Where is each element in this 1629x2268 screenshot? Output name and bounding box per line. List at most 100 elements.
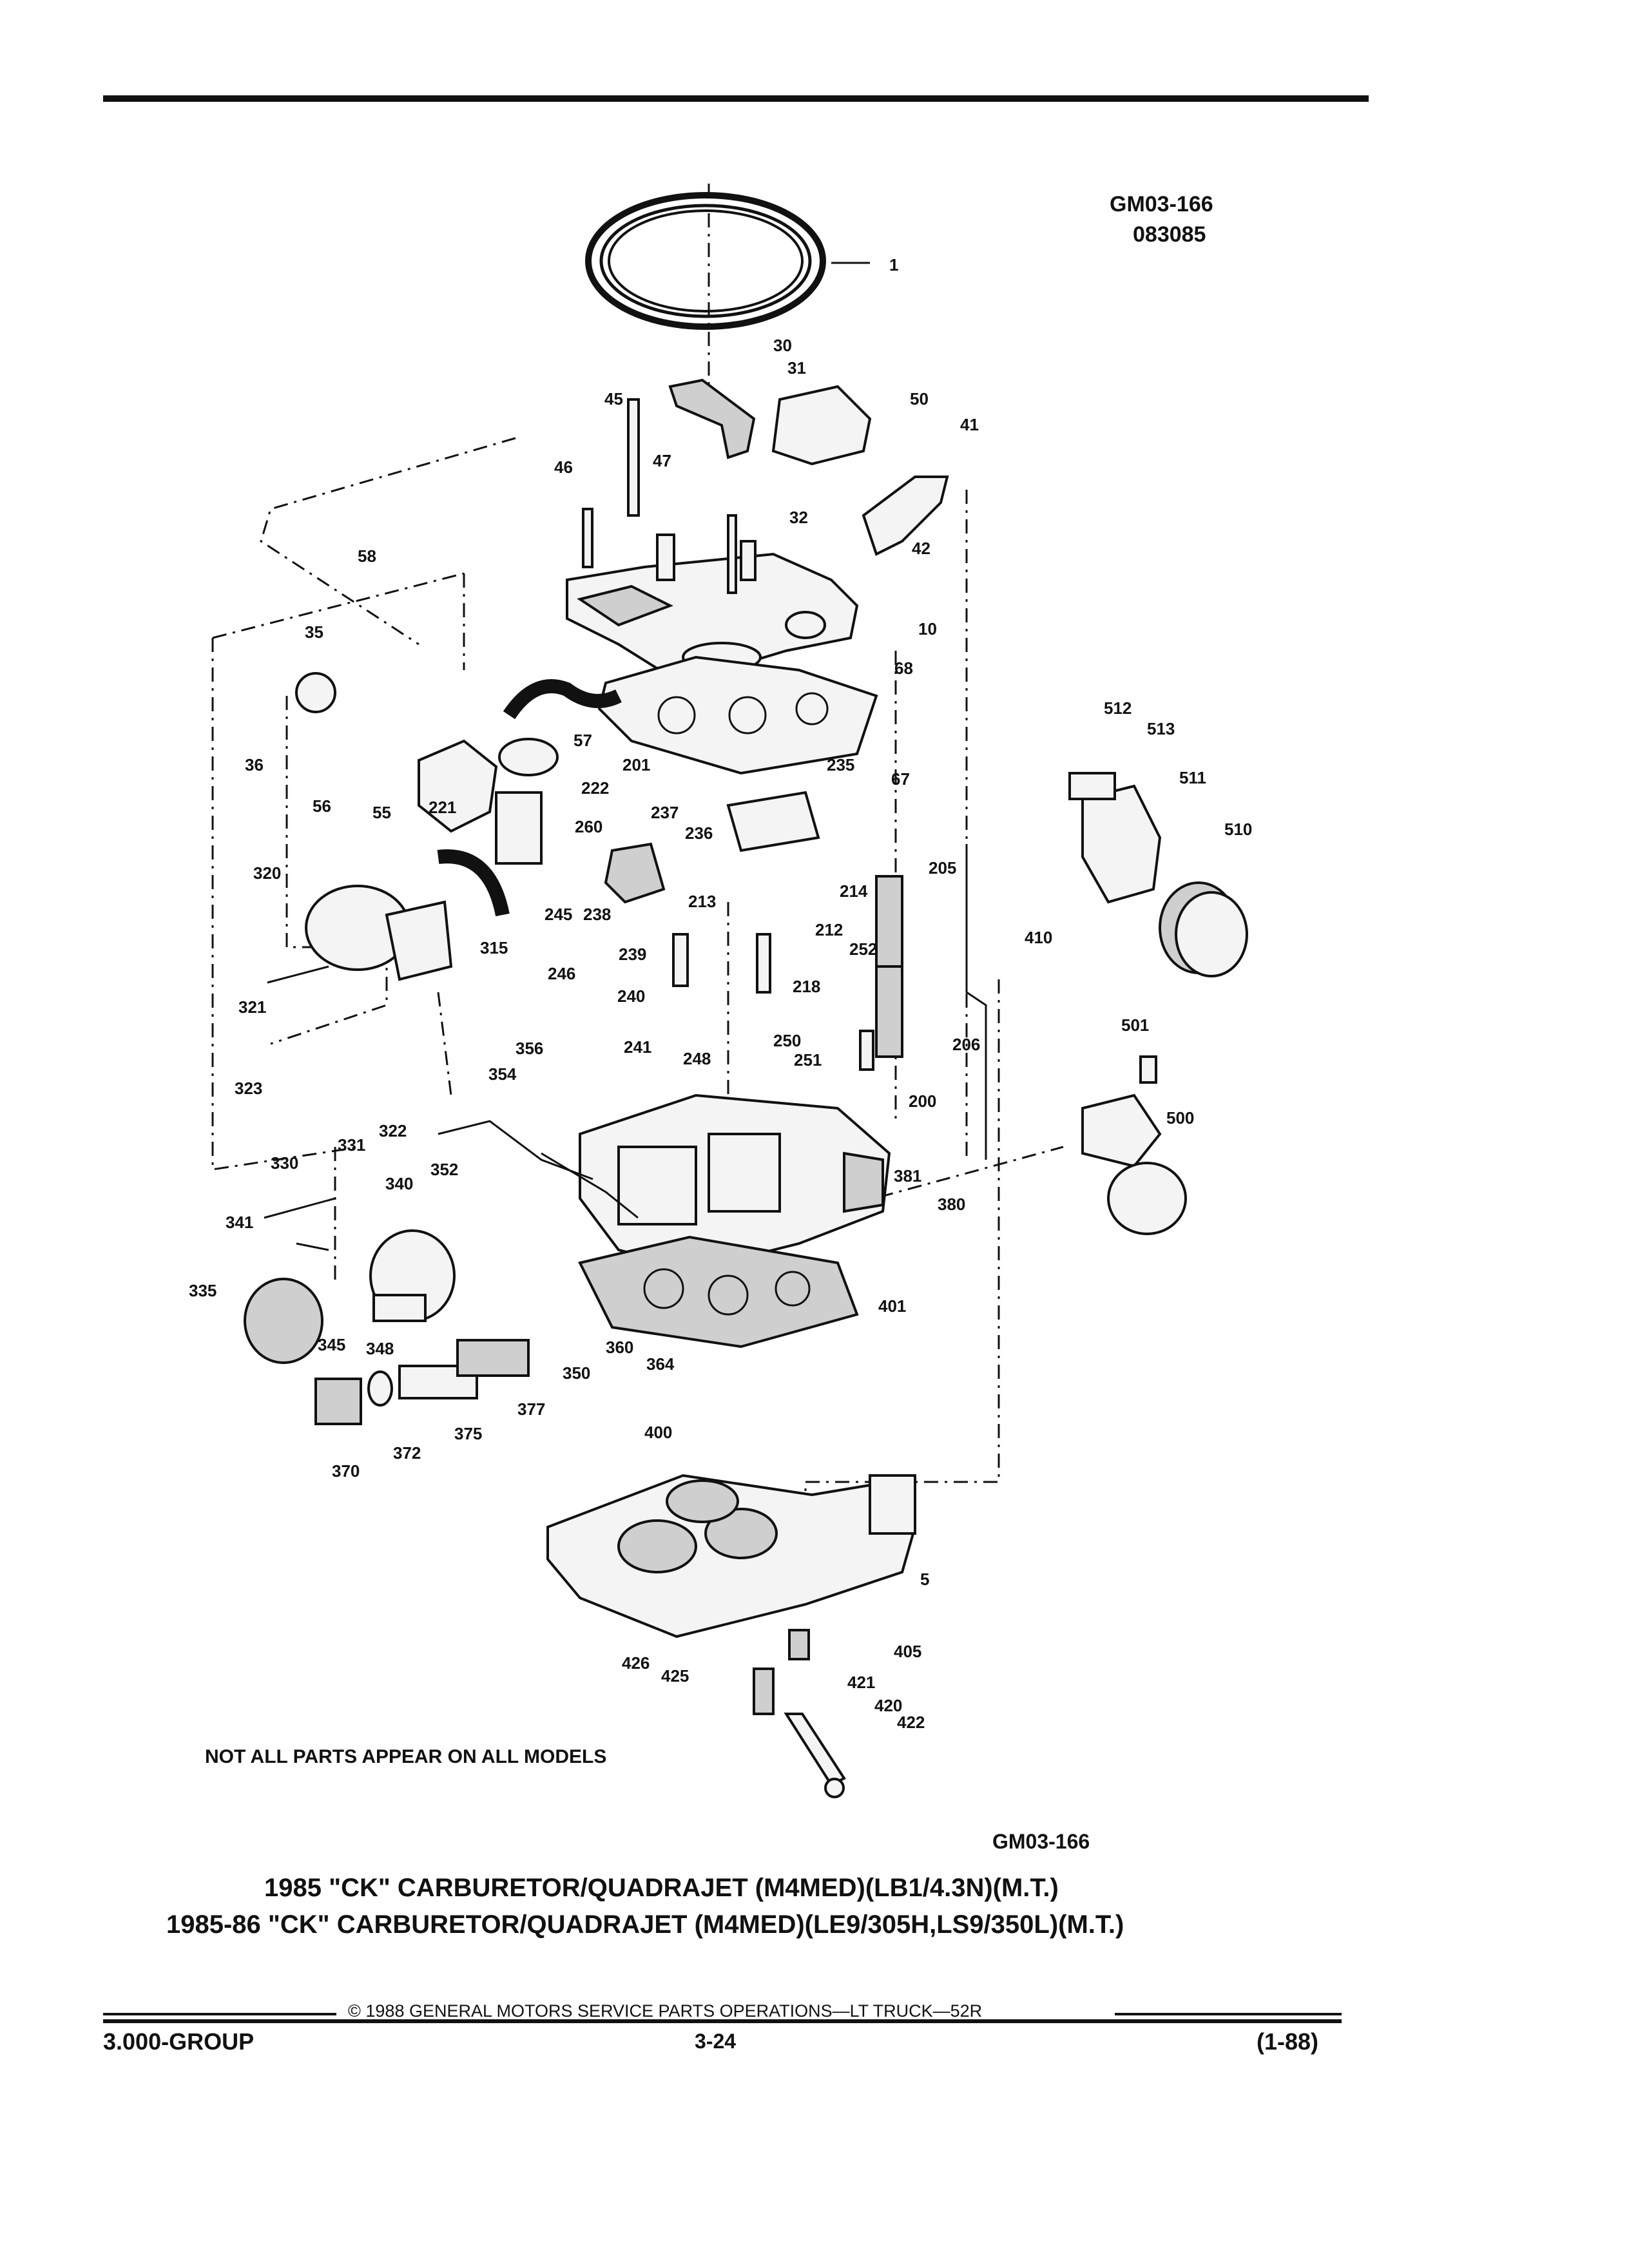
spring (875, 875, 903, 968)
gasket (367, 1370, 393, 1407)
float (604, 842, 666, 904)
callout-label: 323 (235, 1079, 262, 1098)
callout-label: 380 (938, 1195, 965, 1214)
solenoid (495, 791, 543, 865)
callout-label: 46 (554, 457, 573, 477)
callout-label: 335 (189, 1281, 217, 1300)
callout-label: 56 (313, 796, 331, 816)
base-gasket (578, 1235, 859, 1349)
callout-label: 410 (1025, 928, 1052, 947)
footer-date: (1-88) (1257, 2028, 1319, 2055)
pump-lever (668, 378, 756, 459)
footer-rule-bottom (103, 2019, 1342, 2023)
callout-label: 218 (793, 977, 820, 996)
callout-label: 377 (517, 1399, 545, 1419)
callout-label: 206 (952, 1035, 980, 1054)
callout-label: 356 (516, 1039, 543, 1058)
spring (753, 1667, 775, 1715)
callout-label: 41 (960, 415, 979, 434)
callout-label: 68 (894, 658, 913, 678)
callout-label: 200 (909, 1091, 936, 1111)
callout-label: 330 (271, 1153, 298, 1173)
callout-label: 10 (918, 619, 937, 639)
callout-label: 321 (238, 997, 266, 1017)
callout-label: 212 (815, 920, 843, 939)
callout-label: 425 (661, 1666, 689, 1686)
callout-label: 320 (253, 863, 281, 883)
callout-label: 240 (617, 986, 645, 1006)
bracket (771, 385, 872, 466)
callout-label: 214 (840, 881, 868, 901)
screw (582, 508, 593, 568)
spring (875, 965, 903, 1058)
callout-label: 57 (574, 731, 592, 750)
callout-label: 67 (891, 769, 910, 789)
callout-label: 213 (688, 892, 716, 911)
footer-rule-right (1115, 2013, 1342, 2015)
needle (672, 933, 689, 987)
callout-label: 360 (606, 1338, 633, 1357)
jet (756, 933, 771, 994)
callout-label: 241 (624, 1037, 651, 1057)
callout-label: 422 (897, 1713, 925, 1732)
callout-label: 30 (773, 336, 792, 355)
callout-label: 354 (488, 1064, 517, 1084)
callout-label: 239 (619, 945, 646, 964)
callout-label: 315 (480, 938, 508, 957)
solenoid (1081, 1055, 1187, 1235)
callout-label: 221 (429, 798, 456, 817)
callout-label: 364 (646, 1354, 675, 1374)
callout-label: 501 (1121, 1015, 1149, 1035)
footer-page: 3-24 (695, 2030, 737, 2053)
callout-label: 350 (563, 1363, 590, 1383)
callout-label: 420 (874, 1696, 902, 1715)
callout-label: 55 (372, 803, 391, 822)
footer-copyright: © 1988 GENERAL MOTORS SERVICE PARTS OPER… (348, 2001, 983, 2021)
callout-label: 42 (912, 539, 930, 558)
seal (824, 1778, 845, 1798)
top-rule (103, 95, 1369, 102)
callout-label: 205 (929, 858, 956, 878)
spring (456, 1339, 530, 1377)
air-horn-gasket (597, 655, 878, 775)
footer-group: 3.000-GROUP (103, 2028, 255, 2055)
callout-label: 331 (338, 1135, 365, 1155)
callout-label: 47 (653, 451, 671, 470)
needle (784, 1713, 846, 1787)
screw (788, 1629, 810, 1660)
header-code: GM03-166 (1110, 192, 1213, 216)
callout-label: 322 (379, 1121, 407, 1140)
callout-label: 511 (1179, 768, 1206, 787)
seal (498, 738, 559, 776)
gasket-ring (585, 192, 826, 330)
air-horn (566, 533, 859, 678)
callout-label: 235 (827, 755, 854, 774)
callout-label: 348 (366, 1339, 394, 1358)
float-bowl (579, 1093, 891, 1271)
plate (295, 672, 336, 713)
callout-label: 421 (847, 1673, 875, 1692)
choke-housing (418, 739, 498, 833)
callout-label: 237 (651, 803, 679, 822)
callout-label: 58 (358, 546, 376, 566)
callout-label: 245 (545, 905, 572, 924)
callout-label: 426 (622, 1653, 650, 1673)
callout-label: 341 (226, 1213, 253, 1232)
lever (862, 476, 949, 556)
callout-label: 31 (787, 358, 806, 378)
inlet-nut (314, 1378, 362, 1425)
callout-label: 201 (622, 755, 650, 774)
callout-label: 222 (581, 778, 609, 798)
hose (437, 849, 510, 917)
callout-label: 340 (385, 1174, 413, 1193)
callout-label: 246 (548, 964, 575, 983)
callout-label: 370 (332, 1461, 360, 1481)
callout-label: 500 (1166, 1108, 1194, 1128)
title-line-2: 1985-86 "CK" CARBURETOR/QUADRAJET (M4MED… (166, 1910, 1124, 1939)
callout-labels: 1 30 31 45 50 41 46 47 32 42 58 10 35 68… (189, 255, 1252, 1732)
callout-label: 35 (305, 622, 323, 642)
callout-label: 36 (245, 755, 264, 774)
callout-label: 512 (1104, 698, 1132, 718)
callout-label: 405 (894, 1642, 921, 1661)
